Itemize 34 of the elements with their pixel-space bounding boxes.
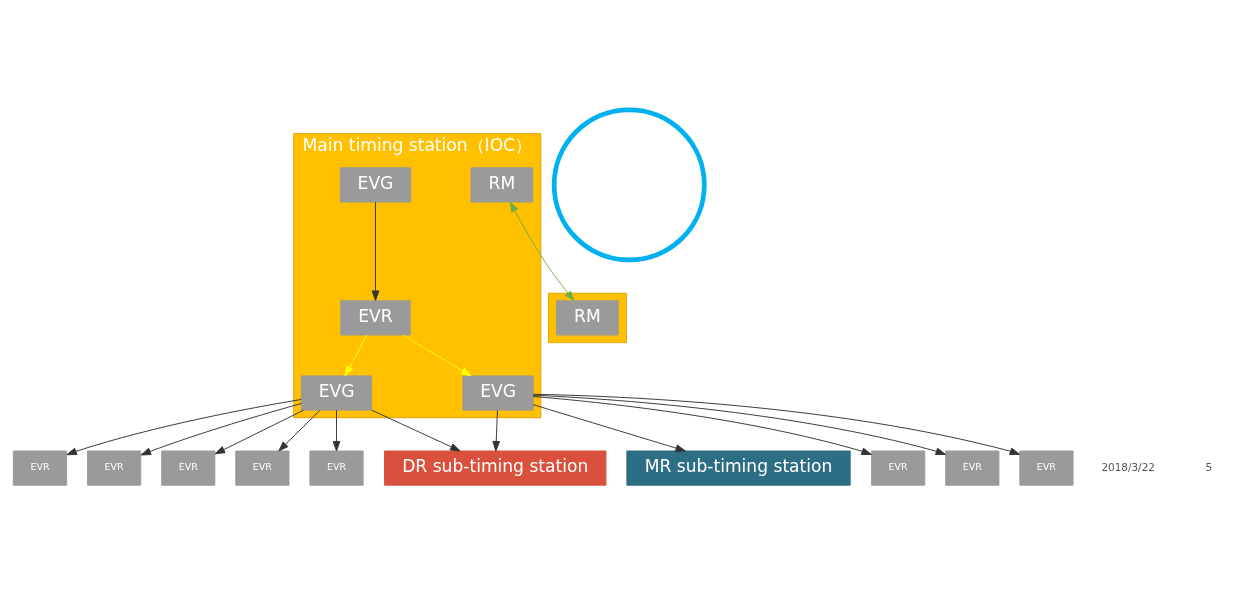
node-box: EVR <box>12 450 68 486</box>
arrow <box>332 409 341 452</box>
node-box: EVR <box>1019 450 1074 486</box>
arrow <box>140 403 302 456</box>
node-circle <box>551 107 707 263</box>
arrow <box>533 393 1021 455</box>
arrow <box>371 409 461 452</box>
node-box: EVR <box>309 450 364 486</box>
arrow <box>509 201 575 302</box>
label: 5 <box>1205 460 1213 473</box>
node-box: EVG <box>339 167 412 203</box>
arrow <box>492 409 501 452</box>
node-box: EVG <box>462 375 534 411</box>
arrow <box>402 334 472 377</box>
arrow <box>66 399 302 456</box>
label: 2018/3/22 <box>1101 460 1155 473</box>
node-box: DR sub-timing station <box>384 450 607 486</box>
arrow <box>532 394 946 455</box>
node-box: EVR <box>871 450 926 486</box>
node-box: MR sub-timing station <box>626 450 851 486</box>
node-box: RM <box>556 300 619 336</box>
arrow <box>532 396 872 455</box>
arrow <box>278 409 321 452</box>
node-box: EVR <box>87 450 142 486</box>
arrow <box>344 334 368 377</box>
arrow <box>532 404 686 452</box>
arrow <box>214 409 305 455</box>
node-box: EVG <box>300 375 373 411</box>
node-box: RM <box>470 167 534 203</box>
node-box: EVR <box>161 450 216 486</box>
arrow <box>371 201 380 301</box>
node-box: EVR <box>235 450 290 486</box>
node-box: EVR <box>945 450 1000 486</box>
node-box: EVR <box>340 300 411 336</box>
